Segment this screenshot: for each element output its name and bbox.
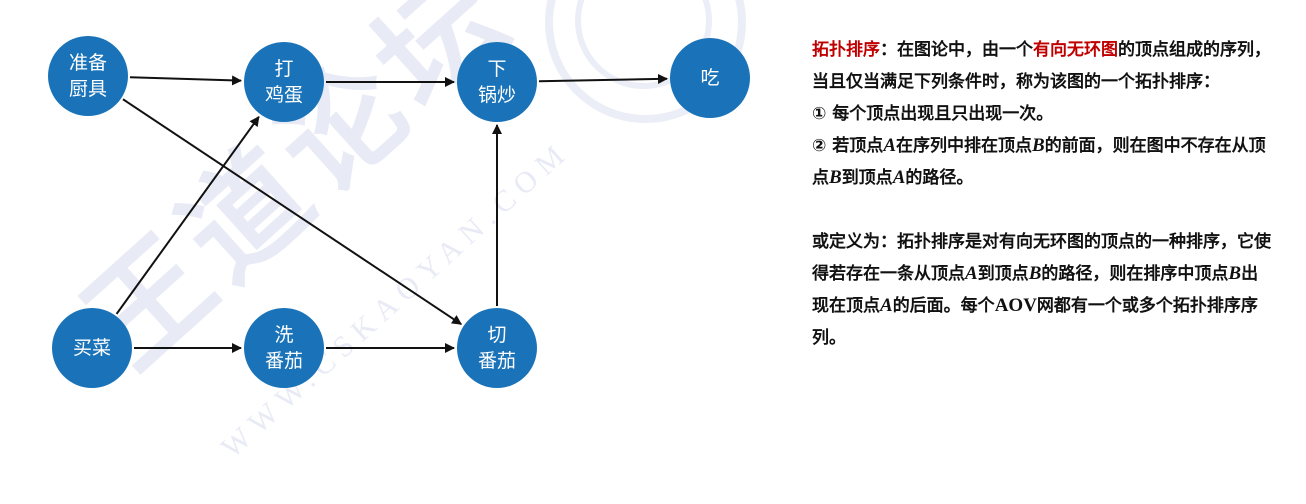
edge-prepare-to-beat-eggs [129,75,243,86]
node-label: 洗 [274,324,294,346]
term-topological-sort: 拓扑排序 [812,40,880,60]
node-buy-vegetables: 买菜 [52,308,132,388]
node-stir-fry: 下 锅炒 [457,42,537,122]
edge-buy-vegetables-to-beat-eggs [115,116,260,315]
node-eat: 吃 [670,38,750,118]
node-label: 打 [274,58,294,80]
condition-1: ① 每个顶点出现且只出现一次。 [812,104,1054,124]
edge-prepare-to-cut-tomato [122,98,463,326]
node-label: 吃 [700,67,720,89]
node-beat-eggs: 打 鸡蛋 [244,42,324,122]
node-cut-tomato: 切 番茄 [457,308,537,388]
node-label: 下 [487,58,507,80]
node-wash-tomato: 洗 番茄 [244,308,324,388]
node-prepare-utensils: 准备 厨具 [48,36,128,116]
node-label: 锅炒 [477,84,516,106]
node-label: 厨具 [68,78,107,100]
node-label: 切 [487,324,507,346]
node-label: 番茄 [477,350,516,372]
term-dag: 有向无环图 [1033,40,1118,60]
node-label: 鸡蛋 [264,84,303,106]
definition-panel: 拓扑排序：在图论中，由一个有向无环图的顶点组成的序列，当且仅当满足下列条件时，称… [812,34,1272,354]
edge-stir-fry-to-eat [538,73,669,84]
node-label: 买菜 [72,337,111,359]
definition-paragraph: 拓扑排序：在图论中，由一个有向无环图的顶点组成的序列，当且仅当满足下列条件时，称… [812,40,1271,92]
condition-2: ② 若顶点A在序列中排在顶点B的前面，则在图中不存在从顶点B到顶点A的路径。 [812,135,1266,188]
node-label: 准备 [68,52,107,74]
alternative-definition: 或定义为：拓扑排序是对有向无环图的顶点的一种排序，它使得若存在一条从顶点A到顶点… [812,232,1271,348]
node-label: 番茄 [264,350,303,372]
